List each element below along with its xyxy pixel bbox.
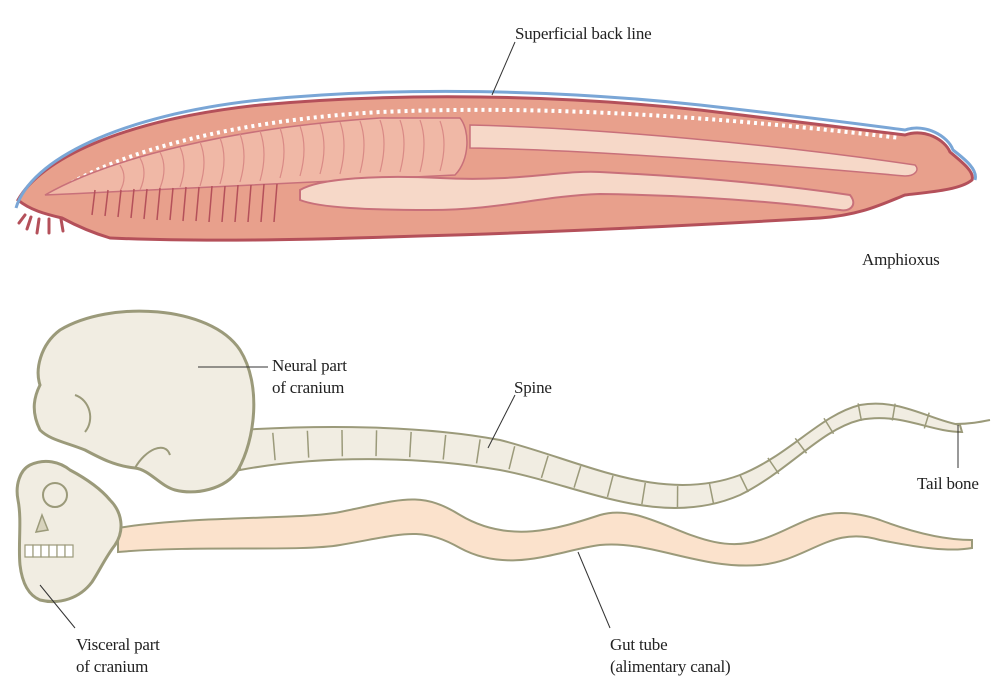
label-visceral-cranium-line1: Visceral part	[76, 635, 160, 654]
label-neural-cranium-line2: of cranium	[272, 378, 345, 397]
vertebra-divider	[891, 403, 896, 421]
label-tail-bone: Tail bone	[917, 474, 979, 493]
teeth	[24, 544, 74, 558]
label-gut-tube: Gut tube (alimentary canal)	[610, 634, 731, 678]
vertebra-divider	[857, 403, 863, 421]
vertebra-divider	[475, 439, 481, 464]
vertebra-divider	[442, 434, 447, 460]
vertebra-divider	[767, 457, 780, 475]
dorsal-fin-ray-band	[58, 107, 901, 192]
myomere-lines	[119, 119, 445, 192]
vertebra-divider	[923, 412, 930, 429]
label-gut-tube-line1: Gut tube	[610, 635, 668, 654]
vertebra-divider	[375, 430, 378, 457]
vertebra-divider	[708, 483, 715, 504]
label-superficial-back-line: Superficial back line	[515, 24, 652, 43]
label-visceral-cranium-line2: of cranium	[76, 657, 149, 676]
spine-vertebrae	[272, 403, 930, 508]
skull-neural-part	[32, 309, 256, 494]
gill-bars	[91, 183, 278, 223]
spine	[239, 402, 964, 509]
vertebra-divider	[508, 446, 516, 470]
skull-eye-ridge	[74, 394, 92, 433]
vertebra-divider	[641, 482, 647, 505]
label-visceral-cranium: Visceral part of cranium	[76, 634, 160, 678]
leader-superficial-back-line	[491, 41, 516, 96]
vertebra-divider	[794, 437, 808, 454]
vertebra-divider	[272, 432, 276, 461]
superficial-back-line	[14, 89, 977, 209]
vertebra-divider	[540, 455, 549, 479]
leader-visceral-cranium	[39, 584, 76, 629]
label-neural-cranium: Neural part of cranium	[272, 355, 347, 399]
orbit	[42, 482, 68, 508]
vertebra-divider	[823, 417, 835, 435]
vertebra-divider	[573, 465, 582, 488]
amphioxus-illustration	[14, 89, 977, 242]
skull-visceral-part	[15, 459, 123, 604]
leader-spine	[487, 394, 516, 449]
tail-bone	[954, 419, 991, 425]
label-spine: Spine	[514, 378, 552, 397]
vertebra-divider	[738, 473, 749, 493]
vertebra-divider	[606, 475, 614, 498]
nasal-cavity	[34, 512, 50, 533]
notochord	[469, 124, 918, 177]
human-illustration	[15, 309, 991, 604]
amphioxus-gut	[299, 170, 855, 212]
vertebra-divider	[408, 431, 412, 458]
vertebra-divider	[306, 430, 310, 458]
oral-tentacles	[17, 213, 65, 235]
skull-jaw-contour	[134, 446, 171, 469]
label-gut-tube-line2: (alimentary canal)	[610, 657, 731, 676]
label-neural-cranium-line1: Neural part	[272, 356, 347, 375]
myomere-region	[44, 117, 468, 196]
leader-gut-tube	[577, 551, 611, 629]
label-amphioxus: Amphioxus	[862, 250, 940, 269]
gut-tube	[117, 498, 973, 567]
